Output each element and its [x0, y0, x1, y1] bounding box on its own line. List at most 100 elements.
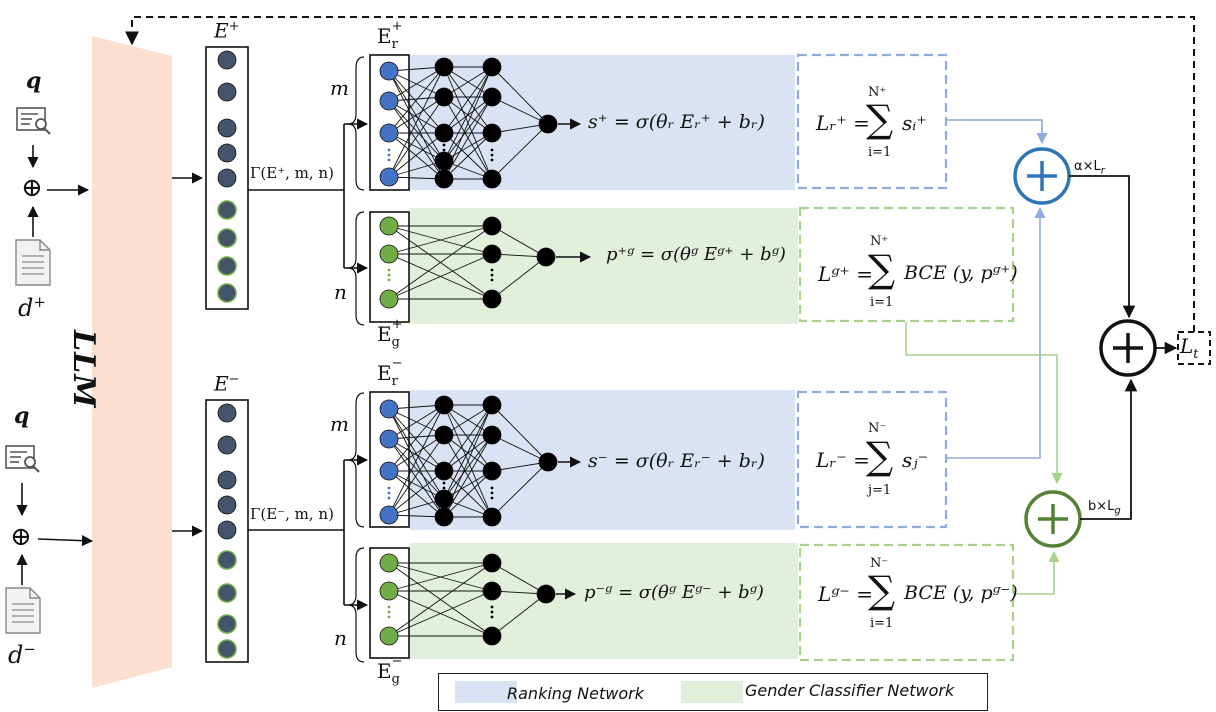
gen-net-bottom-ellipsis: [490, 610, 494, 614]
rank-net-bottom-hidden-node: [434, 507, 454, 527]
gen-net-top-input-node: [379, 244, 399, 264]
rank-net-top-edge: [443, 96, 493, 162]
rank-net-bottom-ellipsis: [387, 491, 391, 495]
query-document-icon-bottom: [5, 445, 40, 473]
rank-net-top-input-node: [379, 167, 399, 187]
rank-net-top-edge: [443, 96, 493, 134]
gen-net-bottom-hidden-node: [482, 626, 502, 646]
rank-net-top-input-node: [379, 123, 399, 143]
gen-net-top-output-node: [536, 247, 556, 267]
embedding-label-bottom: E−: [214, 371, 240, 396]
loss-upper-top-gen: N⁺: [870, 234, 889, 249]
gen-net-bottom-input-node: [379, 553, 399, 573]
loss-term-top-gen: BCE (y, pᵍ⁺): [904, 262, 1018, 284]
summation-icon-top-gen: ∑: [868, 247, 896, 291]
gen-net-top-hidden-node: [482, 244, 502, 264]
split-label-bottom: Γ(E⁻, m, n): [250, 505, 334, 523]
embedding-node: [217, 583, 237, 603]
embedding-node: [217, 403, 237, 423]
rank-net-bottom-edge: [443, 470, 493, 518]
loss-term-bot-rank: sⱼ⁻: [902, 448, 929, 472]
query-document-icon-top: [16, 107, 51, 135]
rank-net-top-edge: [443, 66, 493, 162]
doc-label-bottom: d−: [8, 640, 36, 669]
embedding-node: [217, 550, 237, 570]
rank-net-top-ellipsis: [490, 148, 494, 152]
gen-net-top-edge: [491, 225, 547, 258]
m-label-bottom: m: [330, 412, 349, 436]
embedding-node: [217, 283, 237, 303]
gen-net-bottom-input-node: [379, 581, 399, 601]
ranking-panel-bottom: [410, 390, 795, 530]
rank-net-bottom-edge: [491, 434, 549, 463]
rank-net-bottom-edge: [388, 438, 445, 518]
embedding-node: [217, 168, 237, 188]
gen-equation-top: p⁺ᵍ = σ(θᵍ Eᵍ⁺ + bᵍ): [606, 244, 786, 265]
embedding-nodes: [217, 50, 237, 659]
rank-net-bottom-hidden-node: [434, 395, 454, 415]
total-loss-label: Lt: [1180, 334, 1199, 362]
rank-net-top-hidden-node: [434, 123, 454, 143]
rank-equation-top: s⁺ = σ(θᵣ Eᵣ⁺ + bᵣ): [588, 111, 765, 133]
gen-net-bottom-hidden-node: [482, 553, 502, 573]
rank-net-bottom-hidden-node: [482, 461, 502, 481]
embedding-node: [217, 143, 237, 163]
rank-net-bottom-input-node: [379, 505, 399, 525]
rank-net-top-hidden-node: [482, 87, 502, 107]
rank-net-bottom-ellipsis: [442, 481, 446, 485]
gen-net-top-edge: [388, 225, 493, 300]
loss-upper-top-rank: N⁺: [868, 85, 887, 100]
embedding-node: [217, 118, 237, 138]
embedding-label-top: E+: [214, 18, 240, 43]
gen-net-bottom-edge: [491, 562, 547, 595]
gen-net-top-ellipsis: [490, 278, 494, 282]
rank-net-bottom-edge: [443, 404, 493, 436]
loss-lhs-bot-gen: Lᵍ⁻ =: [818, 582, 873, 606]
summation-icon-top-rank: ∑: [866, 97, 894, 141]
document-icon-bottom: [5, 587, 41, 634]
loss-box-bot-gen: [798, 543, 1015, 662]
rank-net-top-ellipsis: [490, 153, 494, 157]
embedding-node: [217, 200, 237, 220]
embedding-node: [217, 470, 237, 490]
gen-net-bottom-ellipsis: [490, 605, 494, 609]
n-label-bottom: n: [334, 626, 347, 650]
loss-lower-top-gen: i=1: [870, 295, 894, 310]
gen-net-top-input-node: [379, 216, 399, 236]
rank-net-top-edge: [388, 66, 445, 178]
rank-net-bottom-output-node: [538, 452, 558, 472]
gen-net-top-edge: [388, 253, 493, 300]
gen-net-bottom-input-node: [379, 626, 399, 646]
legend-label-gender: Gender Classifier Network: [745, 681, 955, 700]
rank-net-top-hidden-node: [434, 57, 454, 77]
rank-net-bottom-hidden-node: [482, 395, 502, 415]
rank-net-bottom-edge: [388, 404, 445, 440]
combine-icon-bottom: ⊕: [10, 522, 32, 552]
rank-net-top-edge: [443, 132, 493, 180]
rank-net-bottom-edge: [443, 404, 493, 500]
neural-networks: [379, 57, 558, 646]
gen-net-bottom-edge: [491, 593, 547, 637]
rank-net-top-hidden-node: [434, 169, 454, 189]
gen-net-bottom-output-node: [536, 584, 556, 604]
rank-net-bottom-edge: [388, 404, 445, 472]
rank-net-top-edge: [388, 96, 445, 134]
rank-net-bottom-ellipsis: [490, 486, 494, 490]
rank-net-top-ellipsis: [490, 158, 494, 162]
gen-weight-label: b×Lg: [1088, 499, 1121, 517]
gen-net-top-ellipsis: [490, 268, 494, 272]
rank-input-label-top: Er+: [377, 19, 403, 52]
rank-net-bottom-input-node: [379, 399, 399, 419]
gen-net-top-edge: [388, 225, 493, 255]
loss-lower-top-rank: i=1: [868, 145, 892, 160]
gen-net-top-ellipsis: [387, 278, 391, 282]
rank-net-bottom-edge: [443, 434, 493, 472]
rank-net-top-ellipsis: [442, 143, 446, 147]
rank-net-bottom-edge: [443, 404, 493, 472]
gen-net-top-hidden-node: [482, 289, 502, 309]
rank-net-bottom-edge: [388, 408, 445, 472]
rank-net-bottom-ellipsis: [490, 491, 494, 495]
embedding-node: [217, 82, 237, 102]
embedding-node: [217, 256, 237, 276]
